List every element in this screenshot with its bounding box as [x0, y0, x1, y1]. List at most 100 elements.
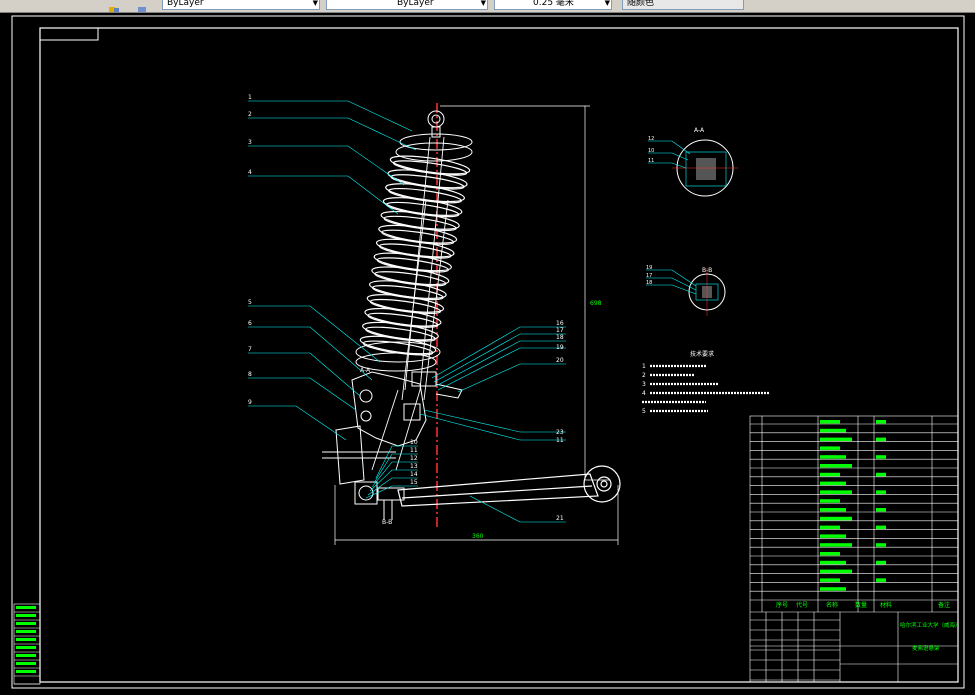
spring-coil — [359, 335, 437, 355]
bom-cell-text — [820, 481, 846, 486]
spring-coil-inner — [383, 215, 457, 232]
bom-cell-text — [820, 446, 840, 450]
bom-cell-material — [876, 472, 886, 477]
detail-aa-label-10: 10 — [648, 148, 654, 154]
revision-block — [13, 603, 41, 685]
leader-9: 9 — [248, 399, 252, 406]
leader-2: 2 — [248, 111, 252, 118]
spring-coil-inner — [378, 243, 452, 259]
title-school-name: 哈尔滨工业大学（威海） — [900, 621, 961, 629]
detail-bb-label-17: 17 — [646, 273, 652, 279]
bom-cell-text — [820, 560, 846, 565]
spring-coil-inner — [374, 271, 447, 287]
bom-cell-text — [820, 543, 852, 547]
chevron-down-icon: ▼ — [480, 0, 486, 7]
leader-6: 6 — [248, 320, 252, 327]
layer-state-icon[interactable] — [108, 0, 120, 12]
spring-coil — [387, 169, 468, 189]
spring-coil — [380, 210, 460, 230]
detail-aa-view: A-A 12 10 11 — [648, 127, 738, 197]
detail-aa-label-12: 12 — [648, 136, 654, 142]
revision-cell-text — [16, 606, 36, 609]
bom-cell-text — [820, 569, 852, 574]
bom-cell-text — [820, 587, 846, 591]
detail-bb-label-18: 18 — [646, 280, 652, 286]
spring-coil — [378, 224, 458, 244]
section-aa-label: A-A — [360, 367, 371, 374]
revision-cell-text — [16, 630, 36, 633]
bom-cell-text — [820, 420, 840, 424]
drawing-canvas[interactable]: 698 360 — [0, 12, 975, 695]
revision-cell-text — [16, 622, 36, 625]
technical-notes: 技术要求 1 2 3 4 5 — [642, 350, 770, 415]
chevron-down-icon: ▼ — [312, 0, 318, 7]
leader-5: 5 — [248, 299, 252, 306]
leader-15: 15 — [410, 479, 418, 486]
leader-19: 19 — [556, 344, 564, 351]
note-lines — [642, 364, 770, 413]
bom-cell-material — [876, 437, 886, 442]
revision-cell-text — [16, 654, 36, 657]
bom-cell-material — [876, 560, 886, 565]
revision-cell-text — [16, 646, 36, 649]
leader-21: 21 — [556, 515, 564, 522]
leader-13: 13 — [410, 463, 418, 470]
bom-cell-text — [820, 578, 840, 582]
detail-aa-title: A-A — [694, 127, 705, 134]
bom-header-name: 名称 — [826, 601, 838, 609]
spring-coil-inner — [365, 326, 436, 342]
bom-cell-text — [820, 516, 852, 521]
section-bb-label: B-B — [382, 519, 392, 526]
bom-header-material: 材料 — [880, 601, 892, 609]
dim-horizontal-text: 360 — [472, 533, 484, 540]
bom-cell-text — [820, 534, 846, 538]
leader-8: 8 — [248, 371, 252, 378]
title-block — [749, 415, 959, 683]
bom-cell-material — [876, 578, 886, 582]
bom-cell-text — [820, 490, 852, 494]
control-arm — [397, 465, 621, 507]
leader-10: 10 — [410, 439, 418, 446]
lineweight-combo[interactable]: 0.25 毫米 ▼ — [494, 0, 612, 10]
bom-header-code: 代号 — [796, 601, 808, 609]
leader-lines — [248, 100, 566, 523]
detail-aa-label-11: 11 — [648, 158, 654, 164]
bom-header-qty: 数量 — [855, 601, 867, 609]
lineweight-combo-value: 0.25 毫米 — [533, 0, 574, 8]
revision-cell-text — [16, 670, 36, 673]
layer-prev-icon[interactable] — [136, 0, 148, 12]
spring-coil-inner — [367, 312, 439, 328]
note-1-num: 1 — [642, 363, 646, 370]
revision-cell-text — [16, 638, 36, 641]
leader-7: 7 — [248, 346, 252, 353]
leader-23: 23 — [556, 429, 564, 436]
detail-bb-view: B-B 19 17 18 — [646, 265, 726, 316]
bom-cell-text — [820, 455, 846, 459]
bom-cell-text — [820, 499, 840, 503]
linetype-combo[interactable]: ByLayer ▼ — [326, 0, 488, 10]
bom-cell-text — [820, 508, 846, 512]
linetype-combo-value: ByLayer — [397, 0, 434, 8]
plotstyle-combo[interactable]: 随颜色 — [622, 0, 744, 10]
spring-seats — [355, 133, 473, 372]
spring-coil-inner — [390, 174, 465, 190]
revision-cell-text — [16, 614, 36, 617]
spring-coil-inner — [376, 257, 449, 273]
note-5-num: 5 — [642, 408, 646, 415]
bom-cell-material — [876, 420, 886, 424]
leader-3: 3 — [248, 139, 252, 146]
leader-1: 1 — [248, 94, 252, 101]
spring-coil-inner — [369, 298, 442, 315]
spring-coil-inner — [381, 229, 455, 245]
leader-11b: 11 — [556, 437, 564, 444]
color-combo[interactable]: ByLayer ▼ — [162, 0, 320, 10]
color-combo-value: ByLayer — [167, 0, 204, 8]
detail-bb-label-19: 19 — [646, 265, 652, 271]
dim-vertical-text: 698 — [590, 300, 602, 307]
leader-17: 17 — [556, 327, 564, 334]
title-block-text: 序号 代号 名称 数量 材料 备注 哈尔滨工业大学（威海） 麦弗逊悬架 — [776, 601, 961, 652]
bom-cell-material — [876, 525, 886, 530]
bom-cell-text — [820, 525, 840, 530]
leader-20: 20 — [556, 357, 564, 364]
properties-toolbar: ByLayer ▼ ByLayer ▼ 0.25 毫米 ▼ 随颜色 — [0, 0, 975, 13]
